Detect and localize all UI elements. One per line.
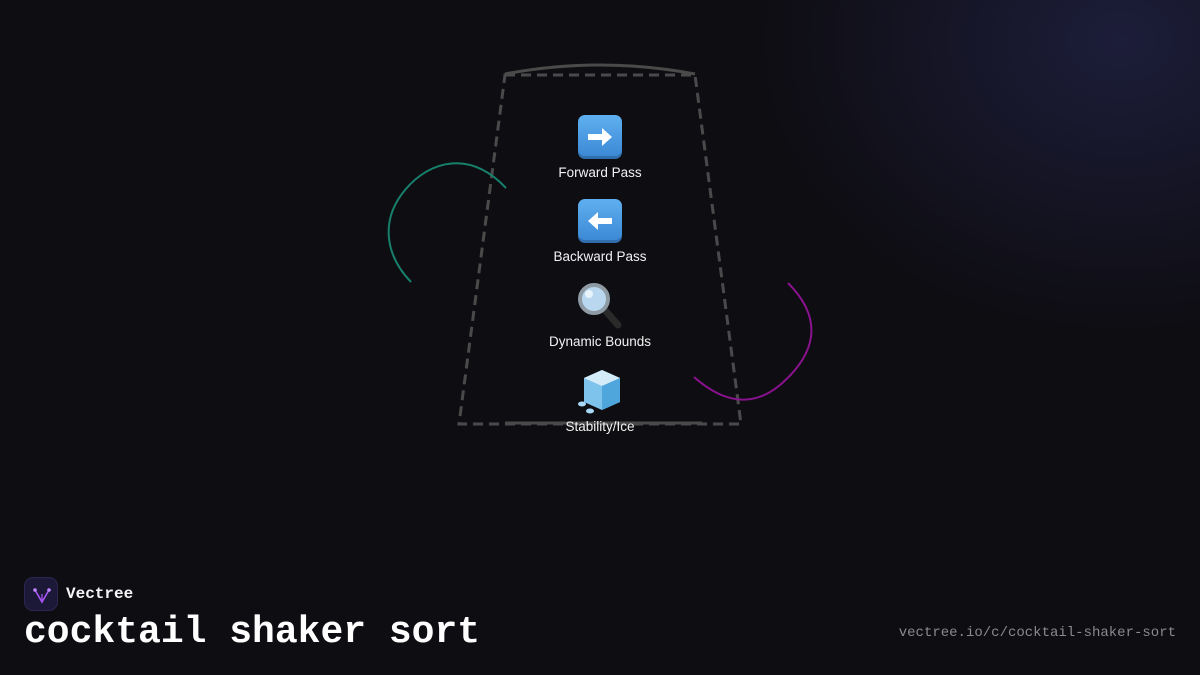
ice-cube-icon — [500, 366, 700, 416]
vectree-logo-icon — [24, 577, 58, 611]
step-label: Backward Pass — [553, 249, 647, 264]
right-swirl — [693, 282, 813, 401]
shaker-cap-arc — [504, 63, 696, 76]
step-label: Dynamic Bounds — [548, 334, 652, 349]
right-arrow-icon — [500, 112, 700, 162]
step-label: Forward Pass — [558, 165, 642, 180]
step-dynamic-bounds: Dynamic Bounds — [500, 281, 700, 351]
brand: Vectree — [24, 577, 133, 611]
brand-name: Vectree — [66, 585, 134, 603]
magnifying-glass-icon — [500, 281, 700, 331]
step-label: Stability/Ice — [565, 419, 635, 434]
step-forward-pass: Forward Pass — [500, 112, 700, 182]
step-backward-pass: Backward Pass — [500, 196, 700, 266]
step-stability-ice: Stability/Ice — [500, 366, 700, 436]
left-swirl — [387, 162, 507, 283]
left-arrow-icon — [500, 196, 700, 246]
page-url[interactable]: vectree.io/c/cocktail-shaker-sort — [898, 625, 1176, 641]
page-title: cocktail shaker sort — [24, 611, 481, 654]
